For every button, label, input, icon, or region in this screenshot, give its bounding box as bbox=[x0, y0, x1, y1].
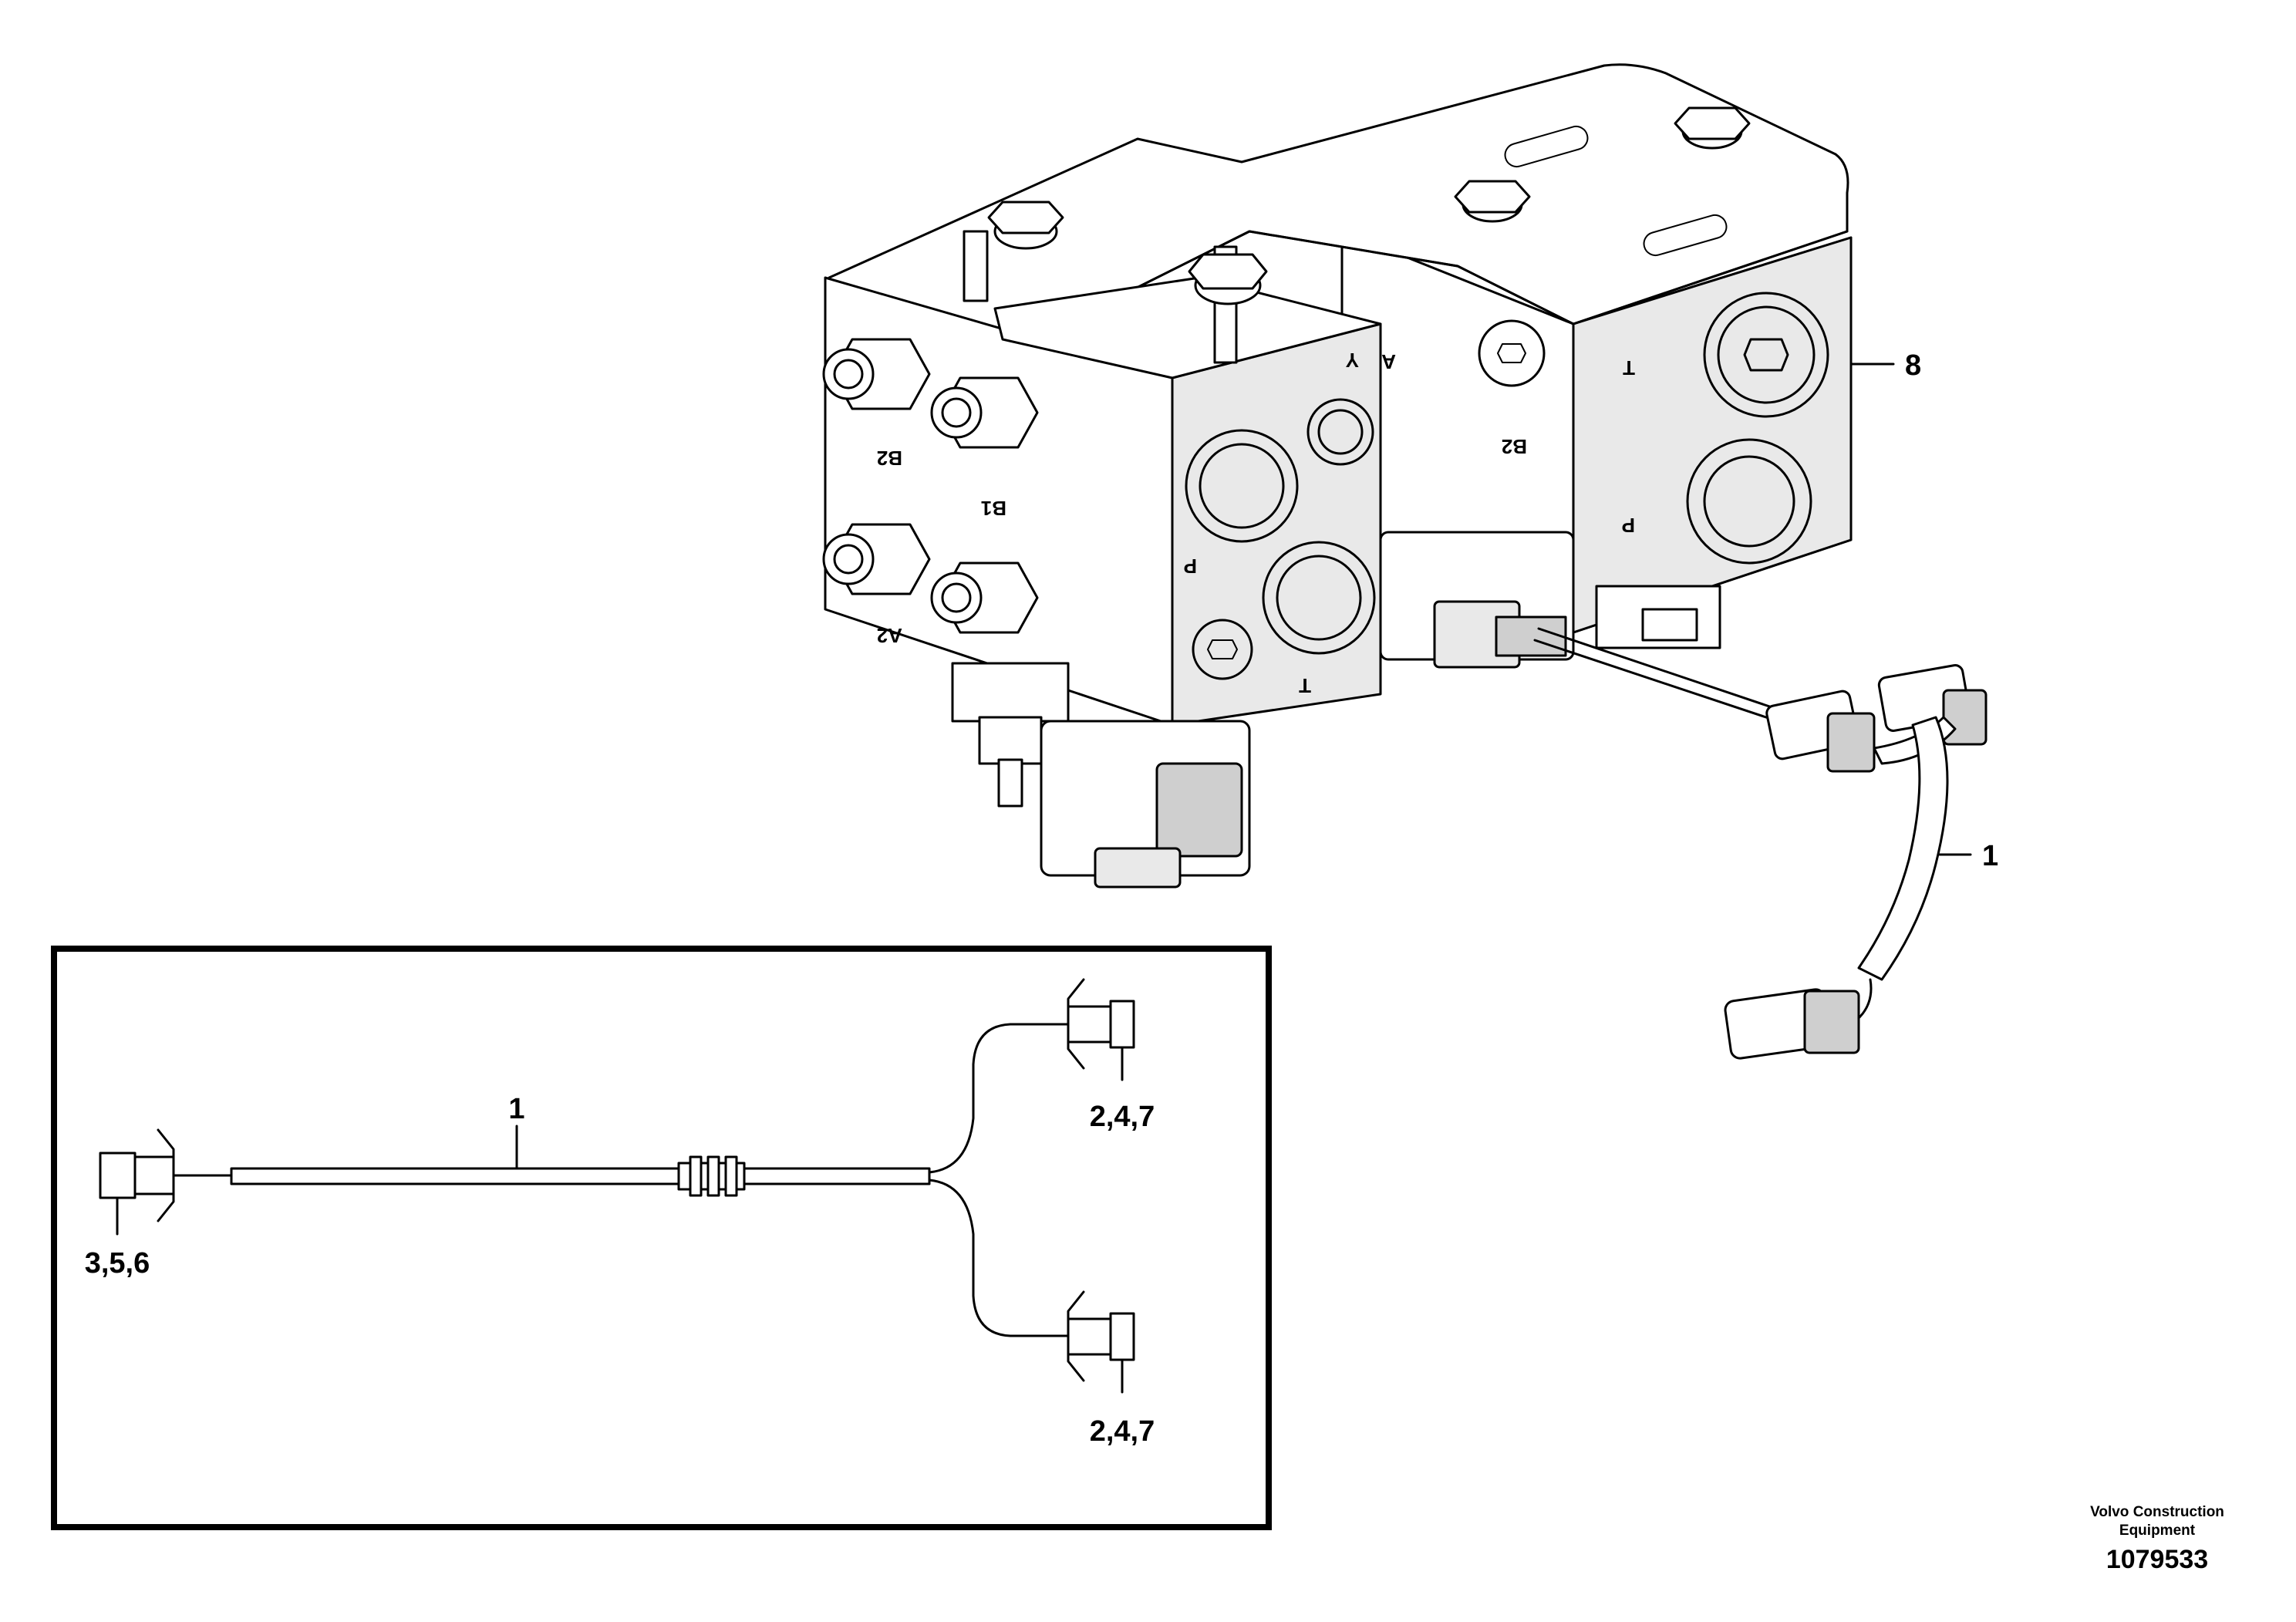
left-port-y-label: Y bbox=[1346, 349, 1359, 372]
harness-connector bbox=[1765, 690, 1876, 773]
right-valve-block: T P B2 A2 bbox=[1340, 230, 1853, 669]
manufacturer-label: Volvo Construction Equipment bbox=[2090, 1504, 2224, 1539]
harness-cable: 1 bbox=[230, 1093, 931, 1197]
connector-bottom-label: 2,4,7 bbox=[1090, 1415, 1155, 1448]
callout-1-label: 1 bbox=[1982, 840, 1998, 872]
connector-top: 2,4,7 bbox=[1067, 978, 1155, 1133]
left-valve-block: P T Y B2 bbox=[822, 245, 1382, 889]
fitting-a2 bbox=[822, 523, 931, 595]
right-port-p-label: P bbox=[1622, 514, 1635, 537]
valve-assembly: T P B2 A2 bbox=[822, 63, 1998, 1060]
harness-illustration bbox=[1533, 627, 1988, 1060]
connector-bottom: 2,4,7 bbox=[1067, 1290, 1155, 1448]
drawing-number: 1079533 bbox=[2106, 1545, 2209, 1574]
connector-top-label: 2,4,7 bbox=[1090, 1101, 1155, 1133]
harness-connector bbox=[1877, 664, 1988, 746]
right-port-b2-label: B2 bbox=[1502, 435, 1527, 458]
connector-left: 3,5,6 bbox=[85, 1128, 233, 1280]
right-port-t-label: T bbox=[1623, 356, 1635, 379]
detail-box: 3,5,6 1 2,4,7 2,4,7 bbox=[51, 946, 1272, 1530]
callout-8-label: 8 bbox=[1905, 349, 1921, 382]
fitting-a1 bbox=[930, 561, 1039, 634]
fitting-b1 bbox=[930, 376, 1039, 449]
left-port-a2-label: A2 bbox=[877, 624, 902, 647]
mounting-bolt bbox=[1674, 106, 1751, 150]
left-port-b2-label: B2 bbox=[877, 447, 902, 470]
left-port-t-label: T bbox=[1299, 674, 1311, 697]
callout-1: 1 bbox=[1938, 840, 1998, 872]
left-port-b1-label: B1 bbox=[981, 497, 1006, 520]
mounting-bolt bbox=[1454, 180, 1531, 223]
harness-connector bbox=[1724, 988, 1860, 1060]
callout-8: 8 bbox=[1849, 349, 1921, 382]
mounting-bolt bbox=[963, 201, 1064, 302]
harness-callout-label: 1 bbox=[508, 1093, 524, 1125]
footer: Volvo Construction Equipment 1079533 bbox=[2080, 1503, 2234, 1576]
left-port-p-label: P bbox=[1184, 555, 1197, 578]
fitting-b2 bbox=[822, 338, 931, 410]
connector-left-label: 3,5,6 bbox=[85, 1247, 150, 1280]
